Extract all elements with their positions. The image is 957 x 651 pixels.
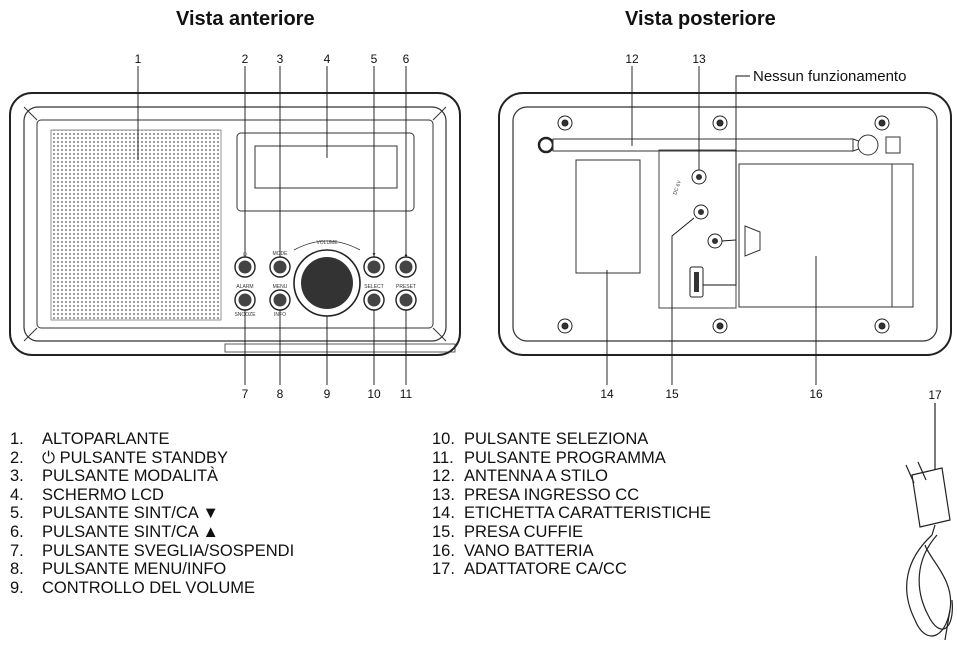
legend-item: 14.ETICHETTA CARATTERISTICHE [432, 504, 711, 523]
legend-item: 7.PULSANTE SVEGLIA/SOSPENDI [10, 541, 295, 560]
legend-item: 17.ADATTATORE CA/CC [432, 560, 627, 579]
callout-14: 14 [600, 387, 614, 401]
lcd-screen [254, 145, 398, 189]
front-view-heading: Vista anteriore [176, 8, 315, 30]
legend-item: 2.⏻ PULSANTE STANDBY [10, 448, 229, 467]
callout-7: 7 [242, 387, 249, 401]
callout-13: 13 [692, 52, 706, 66]
legend-item: 6.PULSANTE SINT/CA ▲ [10, 522, 219, 541]
lcd-bezel [236, 132, 415, 212]
select-button[interactable] [363, 289, 385, 311]
callout-1: 1 [135, 52, 142, 66]
callout-16: 16 [809, 387, 823, 401]
callout-4: 4 [324, 52, 331, 66]
legend-item: 12.ANTENNA A STILO [432, 467, 608, 486]
alarm-snooze-button[interactable] [234, 289, 256, 311]
front-leader-lines [137, 66, 407, 385]
aux-jack[interactable] [707, 233, 723, 249]
callout-2: 2 [242, 52, 249, 66]
no-function-note: Nessun funzionamento [753, 68, 906, 85]
label-select: SELECT [364, 284, 383, 290]
callout-11: 11 [400, 387, 413, 401]
callout-10: 10 [367, 387, 381, 401]
tune-up-button[interactable] [395, 256, 417, 278]
legend-item: 1.ALTOPARLANTE [10, 430, 170, 448]
callout-12: 12 [625, 52, 639, 66]
legend-item: 16.VANO BATTERIA [432, 541, 594, 560]
legend-item: 8.PULSANTE MENU/INFO [10, 560, 227, 579]
legend-left: 1.ALTOPARLANTE 2.⏻ PULSANTE STANDBY 3.PU… [10, 430, 294, 597]
legend-item: 9.CONTROLLO DEL VOLUME [10, 578, 256, 597]
callout-3: 3 [277, 52, 284, 66]
ac-dc-adapter [905, 403, 953, 641]
battery-compartment [738, 163, 914, 308]
telescopic-antenna[interactable] [537, 134, 901, 156]
legend-item: 3.PULSANTE MODALITÀ [10, 467, 219, 486]
volume-arc [293, 240, 361, 251]
legend-item: 13.PRESA INGRESSO CC [432, 485, 640, 504]
preset-button[interactable] [395, 289, 417, 311]
label-volume: VOLUME [316, 240, 338, 246]
rear-view-heading: Vista posteriore [625, 8, 776, 30]
headphone-jack[interactable] [693, 204, 709, 220]
speaker-grill [50, 129, 222, 321]
standby-button[interactable] [234, 256, 256, 278]
mode-button[interactable] [269, 256, 291, 278]
callout-15: 15 [665, 387, 679, 401]
callout-6: 6 [403, 52, 410, 66]
callout-9: 9 [324, 387, 331, 401]
label-dc: DC 6V [672, 179, 683, 196]
usb-port[interactable] [689, 266, 704, 298]
rear-leader-lines [606, 66, 817, 385]
legend-item: 11.PULSANTE PROGRAMMA [432, 448, 666, 467]
legend-item: 5.PULSANTE SINT/CA ▼ [10, 504, 219, 523]
tune-down-button[interactable] [363, 256, 385, 278]
legend-item: 4.SCHERMO LCD [10, 485, 164, 504]
callout-8: 8 [277, 387, 284, 401]
rear-screws [557, 115, 890, 334]
rating-label [575, 159, 641, 274]
callout-5: 5 [371, 52, 378, 66]
menu-info-button[interactable] [269, 289, 291, 311]
callout-17: 17 [928, 388, 942, 402]
legend-item: 10.PULSANTE SELEZIONA [432, 430, 649, 448]
label-menu: MENU [273, 284, 288, 290]
legend-item: 15.PRESA CUFFIE [432, 522, 584, 541]
dc-input-jack[interactable] [691, 169, 707, 185]
volume-knob[interactable] [293, 249, 361, 317]
label-preset: PRESET [396, 284, 416, 290]
legend-right: 10.PULSANTE SELEZIONA 11.PULSANTE PROGRA… [432, 430, 711, 579]
label-alarm: ALARM [236, 284, 253, 290]
